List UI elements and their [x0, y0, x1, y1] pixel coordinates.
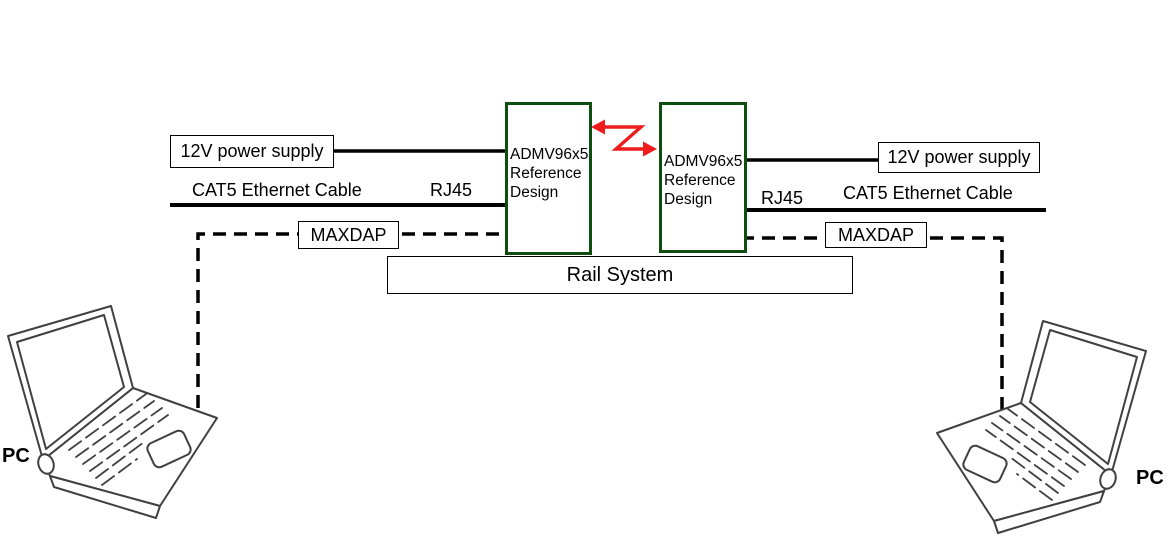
rail-system-label: Rail System — [566, 263, 674, 286]
maxdap-box-left: MAXDAP — [298, 221, 399, 249]
device-name-line2: Reference — [510, 165, 582, 182]
device-box-left: ADMV96x5 Reference Design — [505, 102, 592, 255]
laptop-icon-left — [7, 305, 218, 519]
device-name-line3: Design — [664, 191, 713, 208]
device-name-line3: Design — [510, 184, 559, 201]
rj45-label-left: RJ45 — [430, 180, 473, 200]
laptop-trackpad — [146, 429, 192, 469]
power-supply-box-left: 12V power supply — [170, 135, 334, 168]
laptop-screen — [16, 314, 125, 450]
rail-system-box: Rail System — [387, 256, 853, 294]
device-box-right: ADMV96x5 Reference Design — [659, 102, 747, 253]
maxdap-box-right: MAXDAP — [825, 222, 927, 248]
laptop-keyboard-lines — [985, 408, 1086, 501]
maxdap-dashed-link-left — [196, 232, 506, 408]
power-supply-box-right: 12V power supply — [878, 142, 1040, 173]
laptop-keyboard-lines — [68, 393, 169, 486]
pc-label-left: PC — [2, 445, 30, 467]
rj45-label-right: RJ45 — [761, 188, 804, 208]
power-supply-label: 12V power supply — [887, 147, 1031, 167]
laptop-trackpad — [962, 444, 1008, 484]
laptop-icon-right — [936, 320, 1147, 534]
laptop-hinge — [37, 453, 55, 475]
laptop-base-edge — [49, 475, 161, 519]
cat5-cable-label-right: CAT5 Ethernet Cable — [843, 183, 1013, 203]
laptop-base-edge — [993, 490, 1105, 534]
pc-label-right: PC — [1136, 467, 1164, 489]
maxdap-label: MAXDAP — [310, 224, 387, 245]
laptop-hinge — [1099, 468, 1117, 490]
wireless-link-arrow-icon — [591, 119, 657, 157]
maxdap-label: MAXDAP — [837, 224, 915, 245]
device-name-line2: Reference — [664, 172, 736, 189]
cat5-cable-label-left: CAT5 Ethernet Cable — [192, 180, 362, 200]
device-name: ADMV96x5 — [664, 153, 743, 170]
device-name: ADMV96x5 — [510, 146, 589, 163]
power-supply-label: 12V power supply — [180, 141, 324, 161]
laptop-screen — [1029, 329, 1138, 465]
